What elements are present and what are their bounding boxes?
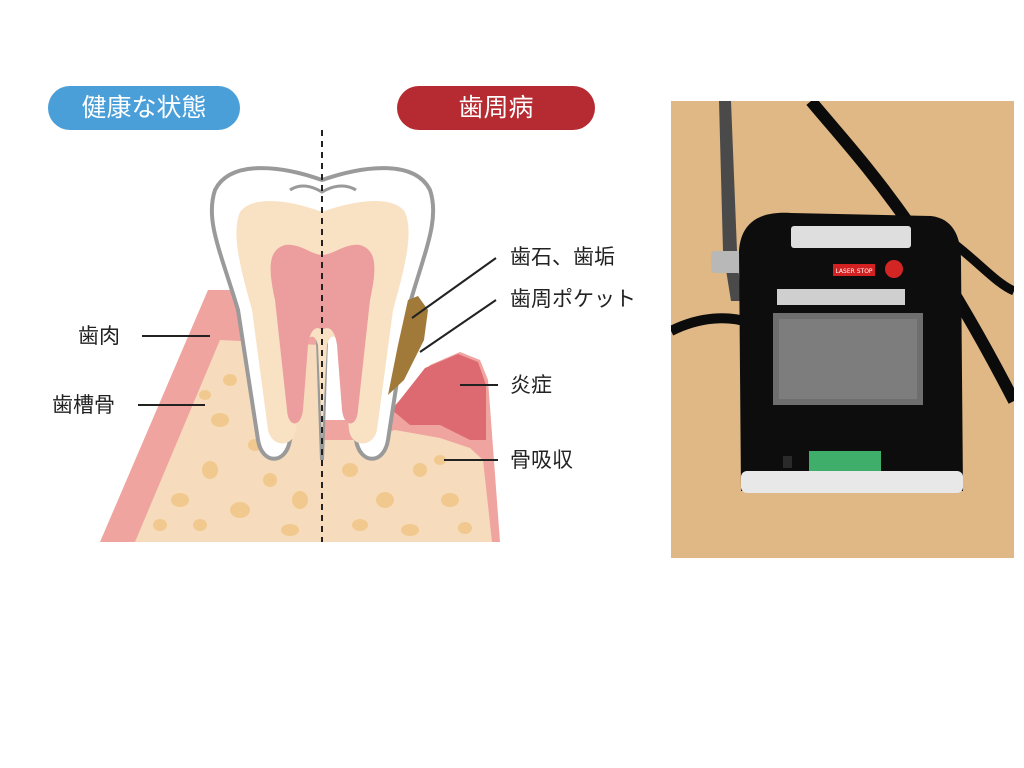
device-lcd-readout <box>809 451 881 471</box>
label-inflammation: 炎症 <box>510 373 552 397</box>
bone-trabeculae <box>153 374 472 536</box>
inflamed-gum <box>392 354 486 440</box>
label-periodontal-pocket: 歯周ポケット <box>510 287 636 311</box>
label-alveolar-bone: 歯槽骨 <box>52 393 115 417</box>
label-gum: 歯肉 <box>78 324 120 348</box>
healthy-state-header: 健康な状態 <box>48 86 240 130</box>
device-status-panel <box>777 289 905 305</box>
label-calculus: 歯石、歯垢 <box>510 245 615 269</box>
laser-stop-label: LASER STOP <box>835 268 872 275</box>
device-top-vent <box>791 226 911 248</box>
alveolar-bone-resorbed <box>320 430 492 542</box>
leader-lines <box>138 257 498 461</box>
device-base <box>741 471 963 493</box>
laser-device-photo: LASER STOP <box>671 101 1014 558</box>
tooth-pulp <box>270 244 375 424</box>
power-switch <box>783 456 792 468</box>
emergency-stop-button <box>885 260 903 278</box>
periodontal-disease-header: 歯周病 <box>397 86 595 130</box>
calculus-deposit <box>388 296 428 395</box>
label-bone-resorption: 骨吸収 <box>510 448 573 472</box>
laser-stop-sticker <box>833 264 875 276</box>
cable <box>806 101 1014 404</box>
tooth-occlusal-groove <box>289 184 357 194</box>
